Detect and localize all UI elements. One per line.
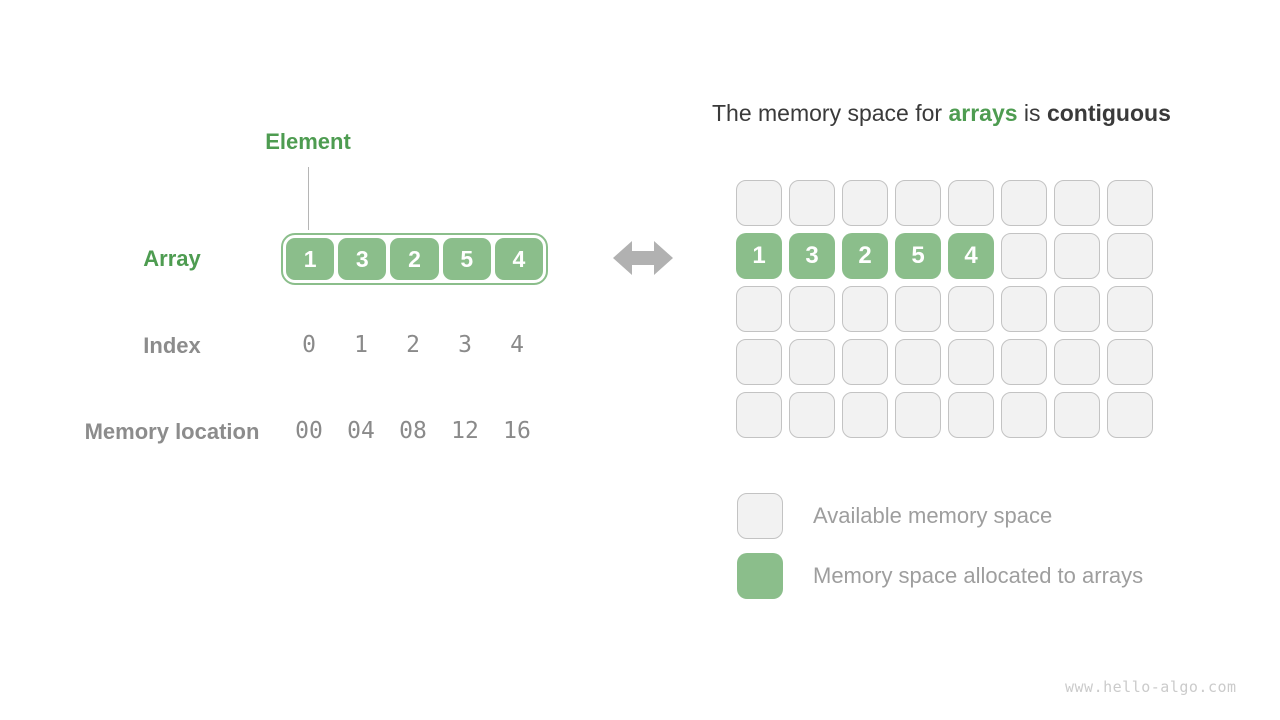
memory-cell-available	[736, 180, 782, 226]
memory-cell-available	[736, 286, 782, 332]
memory-cell-available	[895, 339, 941, 385]
memory-cell-available	[1107, 180, 1153, 226]
memory-cell-allocated: 2	[842, 233, 888, 279]
memory-location-value: 16	[503, 418, 531, 444]
index-value: 3	[458, 332, 472, 358]
memory-cell-available	[1054, 286, 1100, 332]
memory-cell-available	[1001, 392, 1047, 438]
array-label: Array	[143, 246, 201, 271]
memory-cell-available	[842, 392, 888, 438]
index-label: Index	[143, 333, 201, 358]
memory-location-value: 00	[295, 418, 323, 444]
memory-cell-available	[1001, 339, 1047, 385]
memory-cell-available	[789, 180, 835, 226]
memory-cell-available	[1054, 180, 1100, 226]
memory-location-values-row: 00 04 08 12 16	[283, 418, 543, 444]
memory-cell-available	[1001, 233, 1047, 279]
array-cell: 1	[286, 238, 335, 280]
memory-location-label: Memory location	[84, 419, 260, 444]
memory-cell-allocated: 1	[736, 233, 782, 279]
legend-label: Available memory space	[813, 503, 1053, 528]
memory-cell-available	[842, 286, 888, 332]
left-right-arrow-icon	[613, 238, 673, 278]
index-value: 2	[406, 332, 420, 358]
array-cell: 2	[390, 238, 439, 280]
memory-location-value: 08	[399, 418, 427, 444]
memory-cell-available	[1107, 286, 1153, 332]
memory-cell-allocated: 4	[948, 233, 994, 279]
memory-cell-available	[789, 286, 835, 332]
memory-cell-available	[895, 286, 941, 332]
memory-cell-available	[789, 392, 835, 438]
legend-label: Memory space allocated to arrays	[813, 563, 1144, 588]
memory-location-value: 04	[347, 418, 375, 444]
memory-cell-available	[948, 392, 994, 438]
index-value: 1	[354, 332, 368, 358]
legend-row-available: Available memory space	[737, 493, 1143, 539]
title-middle: is	[1017, 100, 1047, 126]
memory-cell-available	[1054, 233, 1100, 279]
memory-cell-available	[736, 392, 782, 438]
memory-cell-available	[948, 286, 994, 332]
memory-cell-available	[842, 339, 888, 385]
memory-cell-available	[1107, 392, 1153, 438]
memory-cell-available	[1001, 180, 1047, 226]
index-value: 4	[510, 332, 524, 358]
legend: Available memory space Memory space allo…	[737, 493, 1143, 599]
array-cell: 4	[494, 238, 544, 280]
memory-cell-available	[895, 180, 941, 226]
memory-cell-allocated: 3	[789, 233, 835, 279]
memory-cell-allocated: 5	[895, 233, 941, 279]
allocated-memory-swatch	[737, 553, 783, 599]
legend-row-allocated: Memory space allocated to arrays	[737, 553, 1143, 599]
memory-cell-available	[895, 392, 941, 438]
memory-cell-available	[1107, 233, 1153, 279]
element-label: Element	[265, 129, 351, 154]
title-bold-contiguous: contiguous	[1046, 100, 1171, 126]
element-connector-line	[308, 167, 309, 230]
array-cell: 3	[338, 238, 387, 280]
diagram-title: The memory space for arrays is contiguou…	[712, 100, 1171, 127]
memory-cell-available	[1001, 286, 1047, 332]
memory-cell-available	[1054, 339, 1100, 385]
title-prefix: The memory space for	[712, 100, 949, 126]
title-highlight-arrays: arrays	[948, 100, 1018, 126]
memory-cell-available	[948, 339, 994, 385]
watermark-url: www.hello-algo.com	[1065, 678, 1237, 696]
memory-cell-available	[948, 180, 994, 226]
index-values-row: 0 1 2 3 4	[283, 332, 543, 358]
array-cell: 5	[442, 238, 491, 280]
memory-cell-available	[736, 339, 782, 385]
available-memory-swatch	[737, 493, 783, 539]
array-box: 1 3 2 5 4	[281, 233, 548, 285]
memory-cell-available	[1107, 339, 1153, 385]
memory-cell-available	[789, 339, 835, 385]
memory-location-value: 12	[451, 418, 479, 444]
memory-cell-available	[842, 180, 888, 226]
memory-cell-available	[1054, 392, 1100, 438]
index-value: 0	[302, 332, 316, 358]
